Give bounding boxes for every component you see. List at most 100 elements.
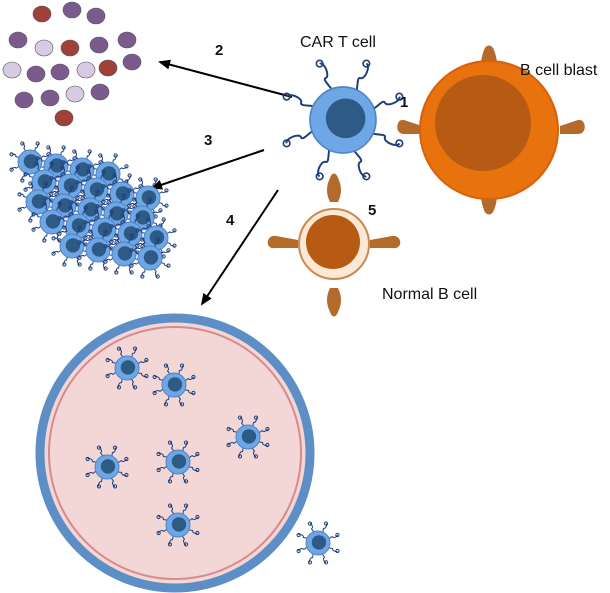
receptor-tip	[179, 402, 185, 407]
receptor-tip	[138, 177, 143, 182]
receptor-tip	[83, 205, 88, 210]
normal-b-nucleus	[306, 215, 360, 269]
tcell-nucleus	[100, 459, 116, 474]
receptor-tip	[75, 195, 80, 200]
receptor-tip	[83, 235, 88, 240]
receptor-tip	[112, 445, 118, 450]
receptor-tip	[124, 472, 129, 478]
receptor-tip	[335, 532, 340, 538]
receptor-tip	[80, 196, 85, 201]
tcell-nucleus	[71, 218, 87, 233]
receptor-tip	[60, 172, 65, 177]
receptor-tip	[226, 442, 231, 448]
receptor-tip	[103, 229, 108, 234]
receptor-tip	[335, 548, 340, 554]
receptor-tip	[57, 216, 62, 221]
receptor-tip	[109, 224, 114, 229]
receptor-tip	[237, 415, 243, 420]
receptor-tip	[183, 440, 189, 445]
receptor-tip	[153, 177, 158, 182]
receptor-tip	[323, 521, 329, 526]
receptor-tip	[307, 521, 313, 526]
cytokine-dot	[14, 91, 34, 109]
receptor-tip	[183, 542, 189, 547]
cytokine-dot	[50, 63, 70, 81]
receptor-tip	[98, 153, 103, 158]
receptor-tip	[69, 185, 74, 190]
tcell-nucleus	[97, 222, 113, 237]
receptor-tip	[172, 228, 177, 233]
receptor-tip	[127, 188, 132, 193]
receptor-tip	[72, 149, 77, 154]
receptor-tip	[307, 560, 313, 565]
circulating-t-cell	[156, 440, 200, 484]
receptor-tip	[127, 203, 132, 208]
receptor-tip	[296, 548, 301, 554]
receptor-tip	[156, 530, 161, 536]
receptor-tip	[49, 191, 54, 196]
receptor-tip	[127, 173, 132, 178]
receptor-tip	[34, 161, 39, 166]
receptor-tip	[103, 259, 108, 264]
cytokine-cluster	[2, 1, 142, 127]
receptor-tip	[35, 156, 40, 161]
receptor-tip	[296, 532, 301, 538]
arrow-to-cytokines	[158, 59, 293, 98]
step-2-label: 2	[215, 42, 224, 59]
tcell-nucleus	[167, 377, 183, 392]
receptor-tip	[121, 208, 126, 213]
receptor-tip	[164, 203, 169, 208]
receptor-tip	[164, 188, 169, 193]
b-cell-blast-label: B cell blast	[520, 62, 598, 79]
receptor-tip	[105, 357, 110, 363]
receptor-tip	[77, 225, 82, 230]
receptor-tip	[135, 243, 140, 248]
tcell-nucleus	[45, 214, 61, 229]
cytokine-dot	[65, 85, 85, 103]
tcell-nucleus	[37, 174, 53, 189]
receptor-tip	[237, 454, 243, 459]
tcell-nucleus	[91, 242, 107, 257]
normal-b-cell-label: Normal B cell	[382, 286, 478, 303]
proliferating-t-cell	[77, 229, 119, 271]
circulating-car-t-cells	[85, 346, 340, 565]
receptor-tip	[49, 161, 54, 166]
receptor-tip	[62, 262, 67, 267]
receptor-tip	[94, 216, 99, 221]
receptor-tip	[101, 184, 106, 189]
receptor-tip	[20, 178, 25, 183]
receptor-tip	[362, 172, 371, 181]
receptor-tip	[88, 266, 93, 271]
receptor-tip	[195, 451, 200, 457]
receptor-tip	[132, 197, 137, 202]
car-t-cell-label: CAR T cell	[300, 34, 376, 51]
receptor-tip	[94, 209, 99, 214]
receptor-tip	[77, 255, 82, 260]
cytokine-dot	[32, 5, 52, 23]
receptor-tip	[253, 415, 259, 420]
normal-b-cell	[267, 173, 401, 317]
receptor-tip	[112, 484, 118, 489]
receptor-tip	[28, 218, 33, 223]
receptor-tip	[114, 270, 119, 275]
tcell-nucleus	[325, 98, 366, 139]
receptor-tip	[114, 240, 119, 245]
receptor-tip	[31, 212, 36, 217]
receptor-tip	[112, 180, 117, 185]
receptor-tip	[75, 180, 80, 185]
proliferating-t-cell	[9, 141, 51, 183]
tcell-nucleus	[171, 517, 187, 532]
receptor-tip	[362, 59, 371, 68]
receptor-tip	[103, 244, 108, 249]
receptor-tip	[72, 156, 77, 161]
receptor-tip	[156, 467, 161, 473]
receptor-tip	[98, 160, 103, 165]
receptor-tip	[23, 172, 28, 177]
receptor-tip	[46, 145, 51, 150]
receptor-tip	[146, 217, 151, 222]
receptor-tip	[68, 205, 73, 210]
receptor-tip	[96, 484, 102, 489]
receptor-tip	[106, 200, 111, 205]
cytokine-dot	[54, 109, 74, 127]
receptor-tip	[83, 220, 88, 225]
